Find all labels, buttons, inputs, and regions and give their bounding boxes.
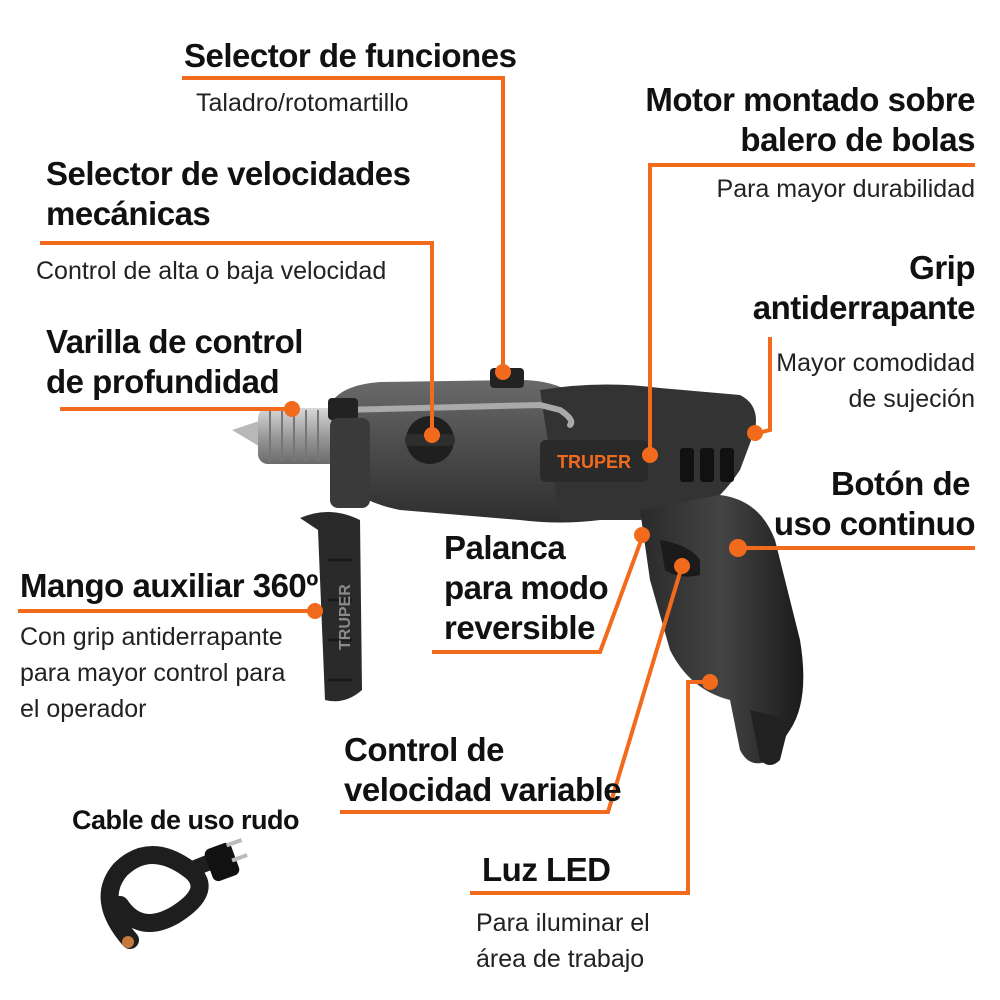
power-cable-icon <box>100 838 248 949</box>
callout-grip-title-1: Grip <box>909 249 975 286</box>
depth-rod <box>337 401 575 428</box>
callout-grip-subtitle-1: Mayor comodidad <box>776 349 975 377</box>
auxiliary-handle: TRUPER <box>300 511 362 702</box>
callout-selector-velocidades-title-2: mecánicas <box>46 195 211 232</box>
callout-motor-title-1: Motor montado sobre <box>645 81 975 118</box>
callout-varilla-title-2: de profundidad <box>46 363 280 400</box>
aux-handle-clamp <box>330 418 370 508</box>
callout-grip-title-2: antiderrapante <box>752 289 976 326</box>
callout-palanca-title-2: para modo <box>444 569 609 606</box>
brand-plate <box>540 440 648 482</box>
vent-slots <box>680 448 734 482</box>
callout-mango-subtitle-1: Con grip antiderrapante <box>20 623 283 651</box>
callout-luz-subtitle-1: Para iluminar el <box>476 909 650 937</box>
callout-selector-velocidades-title-1: Selector de velocidades <box>46 155 411 192</box>
callout-boton-title-1: Botón de <box>831 465 970 502</box>
drill-bit-tip <box>232 420 262 448</box>
callout-palanca-title-1: Palanca <box>444 529 566 566</box>
callout-palanca-title-3: reversible <box>444 609 595 646</box>
callout-selector-velocidades-subtitle: Control de alta o baja velocidad <box>36 257 387 285</box>
callout-motor-subtitle: Para mayor durabilidad <box>716 175 975 203</box>
leader-lines <box>18 76 975 895</box>
callout-luz-title: Luz LED <box>482 851 611 888</box>
callout-varilla-title-1: Varilla de control <box>46 323 303 360</box>
gear-housing <box>330 380 600 523</box>
callout-mango-subtitle-3: el operador <box>20 695 147 723</box>
handle-brand-logo: TRUPER <box>337 584 354 650</box>
callout-mango-title: Mango auxiliar 360º <box>20 567 318 604</box>
leader-dots <box>284 364 763 690</box>
callout-cable-title: Cable de uso rudo <box>72 805 300 835</box>
callout-luz-subtitle-2: área de trabajo <box>476 945 645 973</box>
callout-selector-funciones-subtitle: Taladro/rotomartillo <box>196 89 409 117</box>
callout-grip-subtitle-2: de sujeción <box>848 385 975 413</box>
callout-boton-title-2: uso continuo <box>773 505 976 542</box>
brand-logo: TRUPER <box>557 452 631 472</box>
cord-relief <box>750 710 790 765</box>
callout-motor-title-2: balero de bolas <box>740 121 975 158</box>
callout-control-velocidad-title-1: Control de <box>344 731 504 768</box>
callout-control-velocidad-title-2: velocidad variable <box>344 771 622 808</box>
callout-mango-subtitle-2: para mayor control para <box>20 659 286 687</box>
callout-selector-funciones-title: Selector de funciones <box>184 37 517 74</box>
